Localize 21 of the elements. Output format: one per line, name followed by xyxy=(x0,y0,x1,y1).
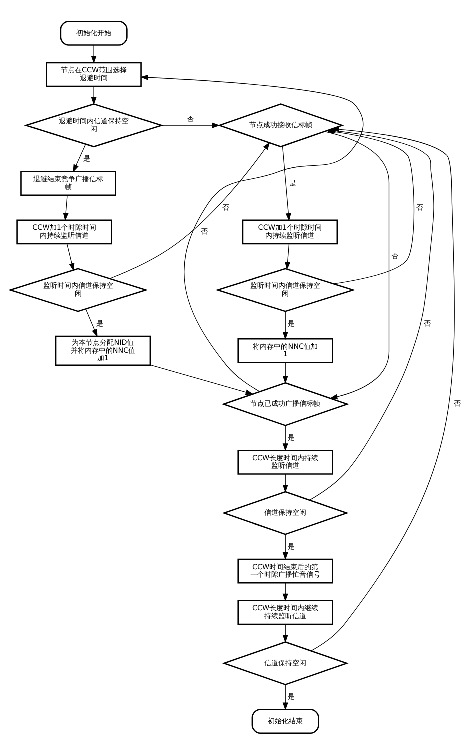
arrow xyxy=(285,243,291,270)
arrow xyxy=(282,310,288,340)
arrow xyxy=(282,582,288,602)
arrow xyxy=(324,130,390,400)
arrow xyxy=(282,684,288,710)
arrow xyxy=(86,308,98,337)
arrow xyxy=(282,362,288,384)
arrow xyxy=(161,122,220,128)
arrow xyxy=(150,364,254,395)
arrow xyxy=(282,474,288,492)
arrow xyxy=(282,425,288,452)
arrow xyxy=(91,44,97,64)
arrow xyxy=(66,243,75,271)
arrow xyxy=(73,144,86,172)
arrow xyxy=(63,194,69,221)
arrow xyxy=(282,146,292,221)
arrow xyxy=(91,86,97,105)
arrow xyxy=(140,74,364,392)
arrow xyxy=(282,534,288,560)
arrow xyxy=(282,624,288,643)
arrow xyxy=(110,142,270,279)
